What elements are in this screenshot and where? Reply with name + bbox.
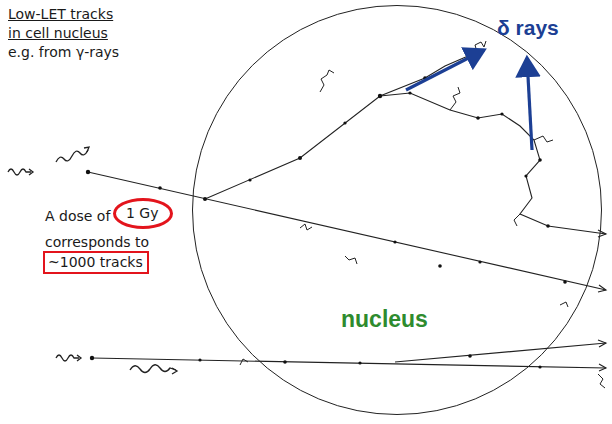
- ionisation-dot: [468, 354, 472, 358]
- delta-ray: [560, 302, 568, 307]
- ionisation-dot: [478, 260, 481, 263]
- gamma-wave: [130, 365, 176, 373]
- ionisation-dot: [538, 158, 542, 162]
- delta-ray-label: δ rays: [497, 16, 559, 40]
- primary-track: [92, 358, 606, 368]
- ionisation-dot: [203, 197, 207, 201]
- heading-note-wrap: Low-LET tracks: [8, 4, 113, 23]
- highlight-box: ~1000 tracks: [43, 251, 149, 274]
- ionisation-dot: [298, 156, 302, 160]
- ionisation-dot: [438, 264, 442, 268]
- highlight-text: 1 Gy: [126, 205, 160, 222]
- ionisation-dot: [524, 174, 527, 177]
- delta-ray: [240, 41, 605, 388]
- pointer-arrow: [406, 50, 484, 90]
- ionisation-dot: [538, 365, 541, 368]
- ionisation-dot: [476, 116, 480, 120]
- heading-note: Low-LET tracks: [8, 6, 113, 23]
- gamma-wave: [8, 169, 31, 175]
- ionisation-dot: [546, 224, 550, 228]
- ionisation-dot: [343, 121, 346, 124]
- primary-track: [88, 172, 606, 290]
- delta-ray-label-wrap: δ rays: [497, 16, 559, 40]
- ionisation-dot: [198, 358, 201, 361]
- heading-note-wrap: e.g. from γ-rays: [8, 42, 119, 61]
- heading-note: in cell nucleus: [8, 25, 108, 42]
- primary-track: [598, 340, 606, 347]
- gamma-wave: [56, 355, 79, 361]
- ionisation-dot: [563, 280, 567, 284]
- region-label-wrap: nucleus: [341, 306, 428, 332]
- gamma-wave: [172, 368, 177, 374]
- delta-ray: [345, 256, 357, 264]
- ionisation-dot: [393, 240, 396, 243]
- primary-track: [380, 93, 606, 234]
- ionisation-dot: [378, 94, 382, 98]
- dose-note-wrap: A dose of: [45, 206, 110, 225]
- dose-note: A dose of: [45, 208, 110, 225]
- region-label: nucleus: [341, 306, 428, 332]
- highlight-ellipse: 1 Gy: [113, 198, 173, 229]
- delta-ray: [300, 224, 312, 230]
- delta-ray: [598, 374, 605, 388]
- highlight-text: ~1000 tracks: [48, 254, 144, 271]
- ionisation-dot: [248, 178, 251, 181]
- gamma-wave: [8, 147, 177, 374]
- gamma-wave: [77, 355, 81, 361]
- delta-ray: [514, 214, 520, 226]
- pointer-arrow: [527, 58, 532, 150]
- gamma-wave: [29, 169, 33, 175]
- ionisation-dot: [90, 356, 94, 360]
- primary-track: [598, 230, 606, 237]
- pointer-arrow: [406, 50, 532, 150]
- nucleus-circle: nucleus: [192, 5, 602, 415]
- delta-ray: [534, 136, 553, 142]
- primary-track: [88, 56, 606, 371]
- ionisation-dot: [283, 360, 287, 364]
- gamma-wave: [56, 150, 88, 162]
- dose-note-wrap: corresponds to: [45, 232, 149, 251]
- heading-note-wrap: in cell nucleus: [8, 23, 108, 42]
- ionisation-dot: [86, 76, 567, 368]
- delta-ray: [450, 87, 460, 110]
- heading-note: e.g. from γ-rays: [8, 44, 119, 61]
- ionisation-dot: [500, 112, 503, 115]
- dose-note: corresponds to: [45, 234, 149, 251]
- delta-ray: [240, 359, 248, 365]
- ionisation-dot: [358, 361, 361, 364]
- gamma-wave: [84, 147, 89, 152]
- delta-ray: [320, 70, 334, 92]
- primary-track: [395, 343, 606, 362]
- ionisation-dot: [86, 170, 90, 174]
- ionisation-dot: [158, 186, 162, 190]
- primary-track: [598, 285, 606, 292]
- primary-track: [599, 364, 606, 371]
- ionisation-dot: [408, 91, 411, 94]
